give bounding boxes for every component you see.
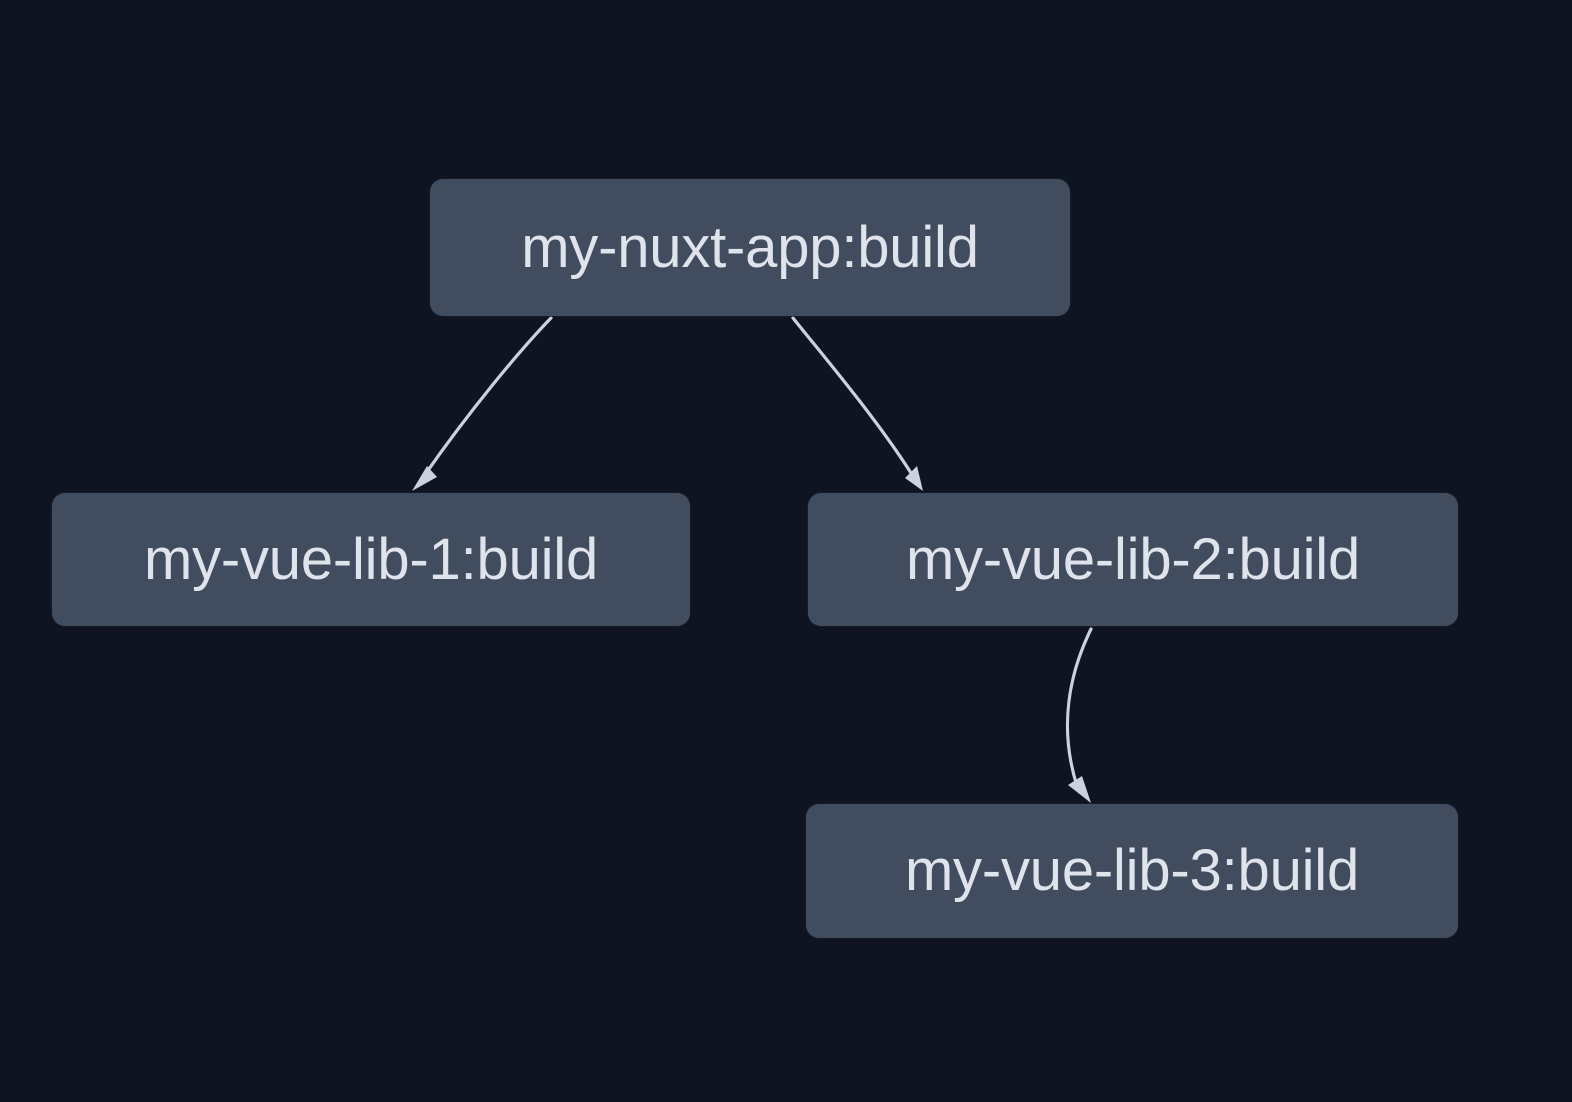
graph-node-my-nuxt-app-build[interactable]: my-nuxt-app:build xyxy=(430,179,1070,316)
edge-lib2-to-lib3-arrowhead xyxy=(1068,776,1091,803)
edge-root-to-lib2-arrowhead xyxy=(905,466,923,491)
edge-root-to-lib1-arrowhead xyxy=(412,466,437,491)
graph-node-label: my-vue-lib-2:build xyxy=(905,526,1361,592)
graph-node-my-vue-lib-3-build[interactable]: my-vue-lib-3:build xyxy=(806,804,1458,938)
graph-node-label: my-vue-lib-3:build xyxy=(904,838,1360,903)
edge-root-to-lib2-path xyxy=(791,316,913,475)
edge-lib2-to-lib3-path xyxy=(1065,627,1093,788)
graph-node-my-vue-lib-1-build[interactable]: my-vue-lib-1:build xyxy=(52,493,690,626)
graph-node-label: my-vue-lib-1:build xyxy=(143,526,599,592)
edge-lib2-to-lib3 xyxy=(1065,627,1093,803)
edge-root-to-lib1-path xyxy=(422,316,553,478)
edge-root-to-lib2 xyxy=(791,316,923,491)
graph-node-my-vue-lib-2-build[interactable]: my-vue-lib-2:build xyxy=(808,493,1458,626)
graph-node-label: my-nuxt-app:build xyxy=(521,214,979,280)
edge-root-to-lib1 xyxy=(412,316,553,491)
